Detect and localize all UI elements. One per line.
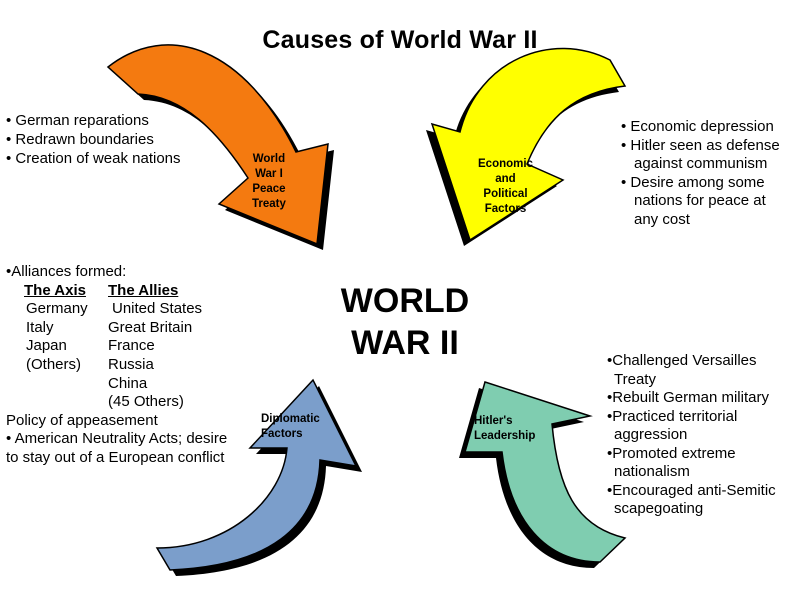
axis-column: The Axis Germany Italy Japan (Others) [6,282,108,412]
label-line: Hitler's [474,415,513,427]
label-hitler-leadership: Hitler's Leadership [474,414,535,444]
allies-column: The Allies United States Great Britain F… [108,282,202,412]
neutrality-text: • American Neutrality Acts; desire [6,430,228,448]
allies-member: Russia [108,355,154,373]
neutrality-text: to stay out of a European conflict [6,448,225,466]
axis-member: Germany [26,300,88,318]
list-item: •Challenged Versailles [607,352,757,369]
allies-header: The Allies [108,281,179,299]
label-line: Factors [261,428,303,440]
center-title-line: WORLD [340,282,470,320]
diplomatic-text: •Alliances formed: The Axis Germany Ital… [6,263,227,468]
arrow-top-right-body [430,47,627,242]
label-line: Leadership [474,430,536,442]
list-item: •Practiced territorial [607,407,738,425]
label-diplomatic-factors: Diplomatic Factors [261,412,320,442]
allies-member: (45 Others) [108,393,184,411]
axis-member: Japan [26,337,67,355]
allies-member: France [108,337,155,355]
axis-header: The Axis [24,281,86,299]
list-item: any cost [634,210,690,228]
list-item: •Promoted extreme [607,444,736,462]
appeasement-text: Policy of appeasement [6,411,158,429]
list-item: •Rebuilt German military [607,389,769,406]
label-line: and [495,173,516,185]
list-item: scapegoating [614,500,704,517]
arrow-top-left [106,44,334,250]
label-line: Political [483,188,528,200]
page-title: Causes of World War II [262,26,538,54]
list-item: • Economic depression [621,118,774,135]
list-item: aggression [614,426,688,443]
allies-member: United States [112,300,203,318]
axis-member: Italy [26,318,54,336]
economic-bullets: • Economic depression • Hitler seen as d… [621,118,780,229]
arrow-bottom-right [459,381,627,568]
label-line: War I [255,168,283,180]
label-line: World [252,153,286,165]
allies-member: Great Britain [108,318,193,336]
label-line: Factors [484,203,527,215]
alliances-columns: The Axis Germany Italy Japan (Others) Th… [6,282,227,412]
label-peace-treaty: World War I Peace Treaty [252,152,286,212]
arrow-bottom-left-body [155,378,358,571]
list-item: nations for peace at [634,192,766,209]
list-item: nationalism [614,463,690,480]
label-line: Peace [252,183,286,195]
list-item: • Redrawn boundaries [6,131,154,148]
center-title-line: WAR II [351,324,459,362]
center-title: WORLD WAR II [290,280,520,364]
label-line: Economic [478,158,533,170]
list-item: • German reparations [6,112,149,129]
alliances-intro: •Alliances formed: [6,263,127,280]
arrow-bottom-right-body [464,381,627,563]
label-economic-factors: Economic and Political Factors [478,157,533,217]
list-item: against communism [634,155,768,172]
label-line: Diplomatic [261,413,320,425]
hitler-bullets: •Challenged Versailles Treaty •Rebuilt G… [607,352,776,519]
axis-member: (Others) [26,355,82,373]
list-item: • Hitler seen as defense [621,136,780,154]
treaty-bullets: • German reparations • Redrawn boundarie… [6,111,181,168]
list-item: • Desire among some [621,173,765,191]
arrow-top-right [426,47,627,246]
list-item: •Encouraged anti-Semitic [607,481,776,499]
list-item: • Creation of weak nations [6,150,181,167]
allies-member: China [108,374,148,392]
label-line: Treaty [252,198,286,210]
arrow-top-left-body [106,44,329,246]
arrow-bottom-left [155,378,362,576]
list-item: Treaty [614,370,656,388]
